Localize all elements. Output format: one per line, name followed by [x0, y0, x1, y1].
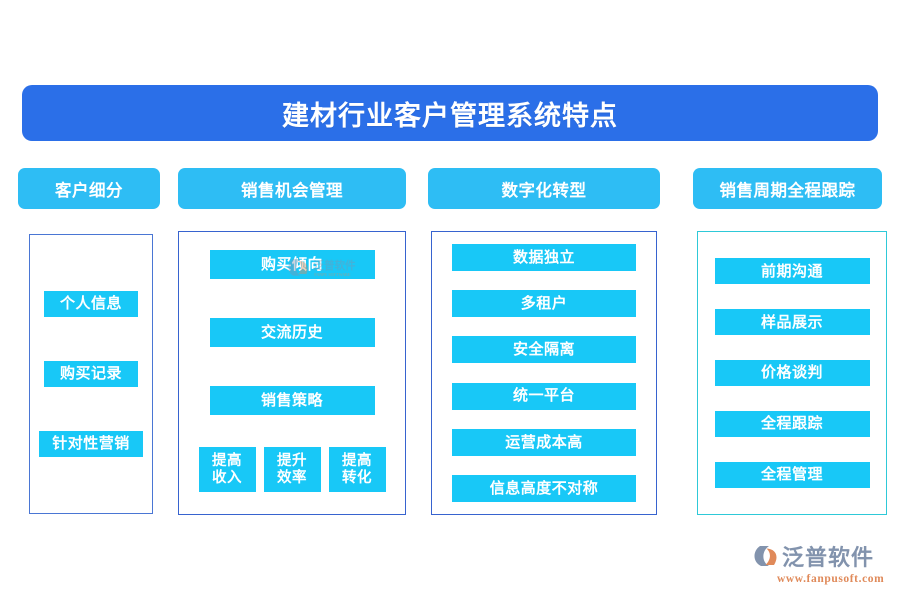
column-header-sales-cycle-tracking[interactable]: 销售周期全程跟踪 [693, 168, 882, 209]
brand-name: 泛普软件 [782, 545, 875, 570]
list-item[interactable]: 针对性营销 [39, 431, 143, 457]
page-title: 建材行业客户管理系统特点 [282, 100, 618, 131]
list-item[interactable]: 前期沟通 [714, 258, 870, 285]
list-item[interactable]: 全程跟踪 [714, 410, 870, 437]
sub-item-line-1: 提高 [342, 452, 372, 469]
list-item[interactable]: 购买倾向 [209, 250, 375, 279]
column-header-label: 销售周期全程跟踪 [719, 181, 856, 200]
brand-url: www.fanpusoft.com [777, 573, 885, 585]
column-header-label: 销售机会管理 [241, 181, 343, 200]
column-panel-digital-transformation: 数据独立 多租户 安全隔离 统一平台 运营成本高 信息高度不对称 [431, 231, 657, 515]
column-2-sub-item-row: 提高 收入 提升 效率 提高 转化 [193, 447, 391, 492]
list-item[interactable]: 全程管理 [714, 461, 870, 488]
column-panel-customer-segmentation: 个人信息 购买记录 针对性营销 [29, 234, 153, 514]
sub-item-line-2: 收入 [212, 469, 242, 486]
sub-list-item[interactable]: 提升 效率 [263, 447, 321, 492]
list-item[interactable]: 运营成本高 [452, 428, 636, 456]
list-item[interactable]: 价格谈判 [714, 359, 870, 386]
column-2-item-list: 泛普软件 FANPU SOFTWARE 购买倾向 交流历史 销售策略 提高 收入… [179, 232, 405, 514]
column-panel-sales-opportunity: 泛普软件 FANPU SOFTWARE 购买倾向 交流历史 销售策略 提高 收入… [178, 231, 406, 515]
column-header-label: 数字化转型 [501, 181, 587, 200]
fanpu-logo-icon [754, 546, 777, 566]
sub-list-item[interactable]: 提高 转化 [328, 447, 386, 492]
list-item[interactable]: 购买记录 [44, 361, 138, 387]
list-item[interactable]: 样品展示 [714, 309, 870, 336]
list-item[interactable]: 统一平台 [452, 382, 636, 410]
column-header-label: 客户细分 [55, 181, 123, 200]
list-item[interactable]: 多租户 [452, 290, 636, 318]
list-item[interactable]: 销售策略 [209, 386, 375, 415]
list-item[interactable]: 安全隔离 [452, 336, 636, 364]
sub-item-line-2: 转化 [342, 469, 372, 486]
brand-logo: 泛普软件 www.fanpusoft.com [752, 540, 892, 588]
page-title-banner: 建材行业客户管理系统特点 [22, 85, 878, 141]
column-4-item-list: 前期沟通 样品展示 价格谈判 全程跟踪 全程管理 [698, 232, 886, 514]
list-item[interactable]: 信息高度不对称 [452, 474, 636, 502]
brand-logo-row: 泛普软件 [752, 540, 874, 572]
sub-item-line-1: 提升 [277, 452, 307, 469]
list-item[interactable]: 数据独立 [452, 244, 636, 271]
sub-item-line-2: 效率 [277, 469, 307, 486]
column-header-customer-segmentation[interactable]: 客户细分 [18, 168, 160, 209]
list-item[interactable]: 个人信息 [44, 291, 138, 317]
column-1-item-list: 个人信息 购买记录 针对性营销 [30, 235, 152, 513]
column-header-digital-transformation[interactable]: 数字化转型 [428, 168, 660, 209]
list-item[interactable]: 交流历史 [209, 318, 375, 347]
sub-item-line-1: 提高 [212, 452, 242, 469]
sub-list-item[interactable]: 提高 收入 [198, 447, 256, 492]
column-header-sales-opportunity[interactable]: 销售机会管理 [178, 168, 406, 209]
column-3-item-list: 数据独立 多租户 安全隔离 统一平台 运营成本高 信息高度不对称 [432, 232, 656, 514]
column-panel-sales-cycle-tracking: 前期沟通 样品展示 价格谈判 全程跟踪 全程管理 [697, 231, 887, 515]
